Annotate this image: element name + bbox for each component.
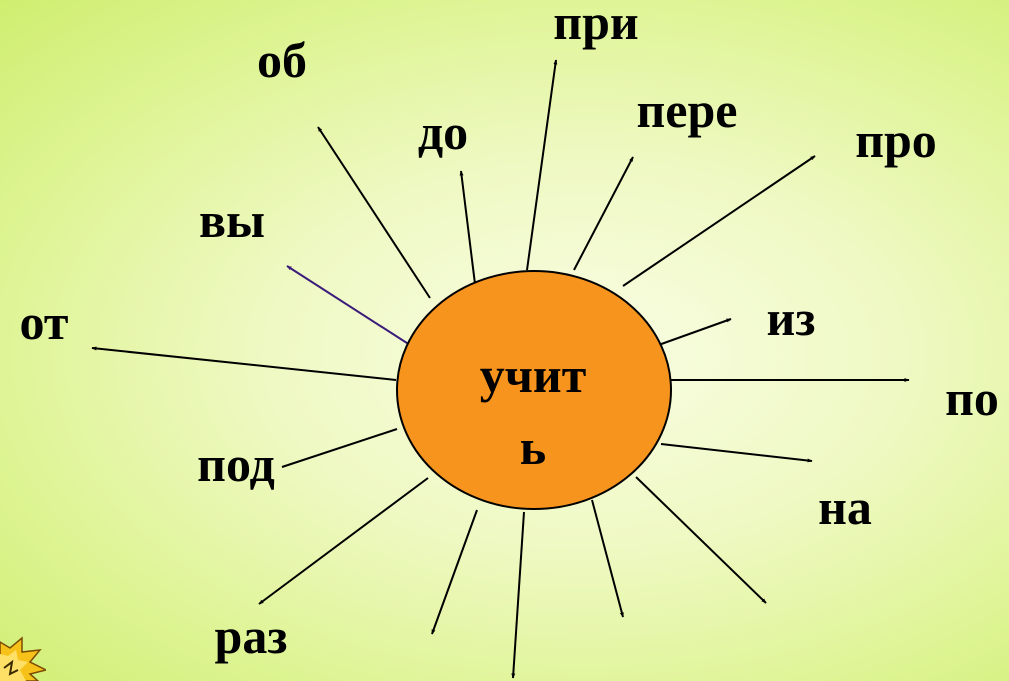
arrow-na [660, 443, 813, 463]
arrow-raz [258, 477, 429, 605]
arrow-pod [281, 428, 398, 468]
root-word-line1: учит [479, 347, 587, 403]
prefix-ob: об [257, 32, 307, 88]
arrow-s [511, 511, 525, 679]
arrow-sw [431, 509, 478, 635]
prefix-do: до [417, 104, 469, 160]
arrow-pro [622, 155, 816, 287]
center-circle [396, 270, 672, 510]
prefix-pod: под [197, 436, 275, 492]
prefix-ot: от [19, 294, 69, 350]
prefix-pro: про [855, 112, 937, 168]
arrow-pri [526, 59, 558, 271]
star-burst-icon [0, 636, 46, 681]
arrow-ot [91, 346, 397, 381]
arrow-ob [317, 126, 431, 299]
arrow-iz [652, 318, 732, 348]
arrow-do [459, 170, 476, 285]
prefix-pri: при [553, 0, 639, 50]
root-word: учит ь [480, 339, 587, 483]
arrow-group [91, 59, 910, 679]
arrow-se [635, 476, 767, 604]
prefix-vy: вы [198, 192, 266, 248]
prefix-raz: раз [214, 608, 288, 664]
prefix-po: по [945, 370, 999, 426]
prefix-na: на [818, 479, 872, 535]
arrow-vy [286, 265, 411, 346]
arrow-pere [573, 156, 634, 271]
prefix-iz: из [766, 290, 816, 346]
root-word-line2: ь [519, 419, 547, 475]
arrow-sse [591, 499, 624, 618]
prefix-pere: пере [636, 82, 738, 138]
